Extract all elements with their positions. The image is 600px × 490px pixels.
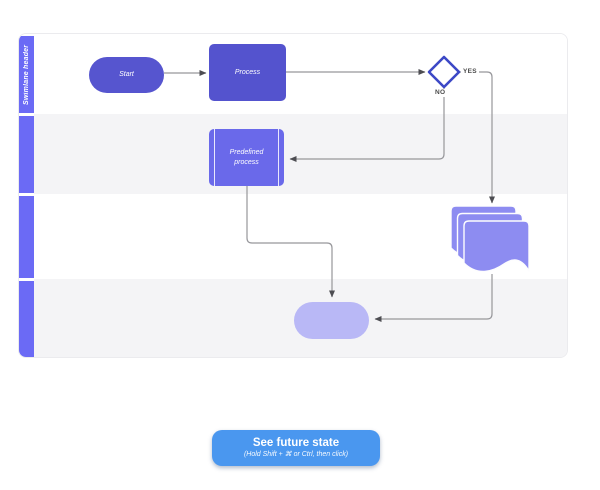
predefined-process-label: Predefined process xyxy=(229,149,264,166)
swimlane-header-segment-3 xyxy=(19,195,34,278)
connector-decision-yes-to-document xyxy=(459,71,495,204)
start-node[interactable]: Start xyxy=(89,57,164,93)
process-node[interactable]: Process xyxy=(209,44,286,101)
decision-node[interactable] xyxy=(426,54,462,90)
swimlane-lane-4 xyxy=(19,279,567,357)
start-node-label: Start xyxy=(119,71,134,79)
swimlane-header-segment-1: Swimlane header xyxy=(19,35,34,113)
predefined-process-node[interactable]: Predefined process xyxy=(209,129,284,186)
connector-predefined-to-end xyxy=(246,186,335,298)
process-node-label: Process xyxy=(234,68,261,76)
document-front xyxy=(463,220,530,273)
see-future-state-hint: (Hold Shift + ⌘ or Ctrl, then click) xyxy=(243,450,349,458)
connector-decision-no-to-predefined xyxy=(289,87,445,162)
see-future-state-title: See future state xyxy=(252,436,340,449)
flow-connectors xyxy=(164,69,495,322)
swimlane-lane-2 xyxy=(19,114,567,194)
end-terminator-node[interactable] xyxy=(294,302,369,339)
connector-document-to-end xyxy=(374,274,493,322)
multi-document-node[interactable] xyxy=(451,206,531,280)
swimlane-header-segment-4 xyxy=(19,280,34,357)
see-future-state-button[interactable]: See future state (Hold Shift + ⌘ or Ctrl… xyxy=(212,430,380,466)
decision-no-label: NO xyxy=(433,89,448,97)
decision-yes-label: YES xyxy=(461,68,479,76)
swimlane-header-column: Swimlane header xyxy=(19,34,34,357)
swimlane-header-segment-2 xyxy=(19,115,34,193)
swimlane-diagram: Swimlane header Start Process YES NO xyxy=(18,33,568,358)
